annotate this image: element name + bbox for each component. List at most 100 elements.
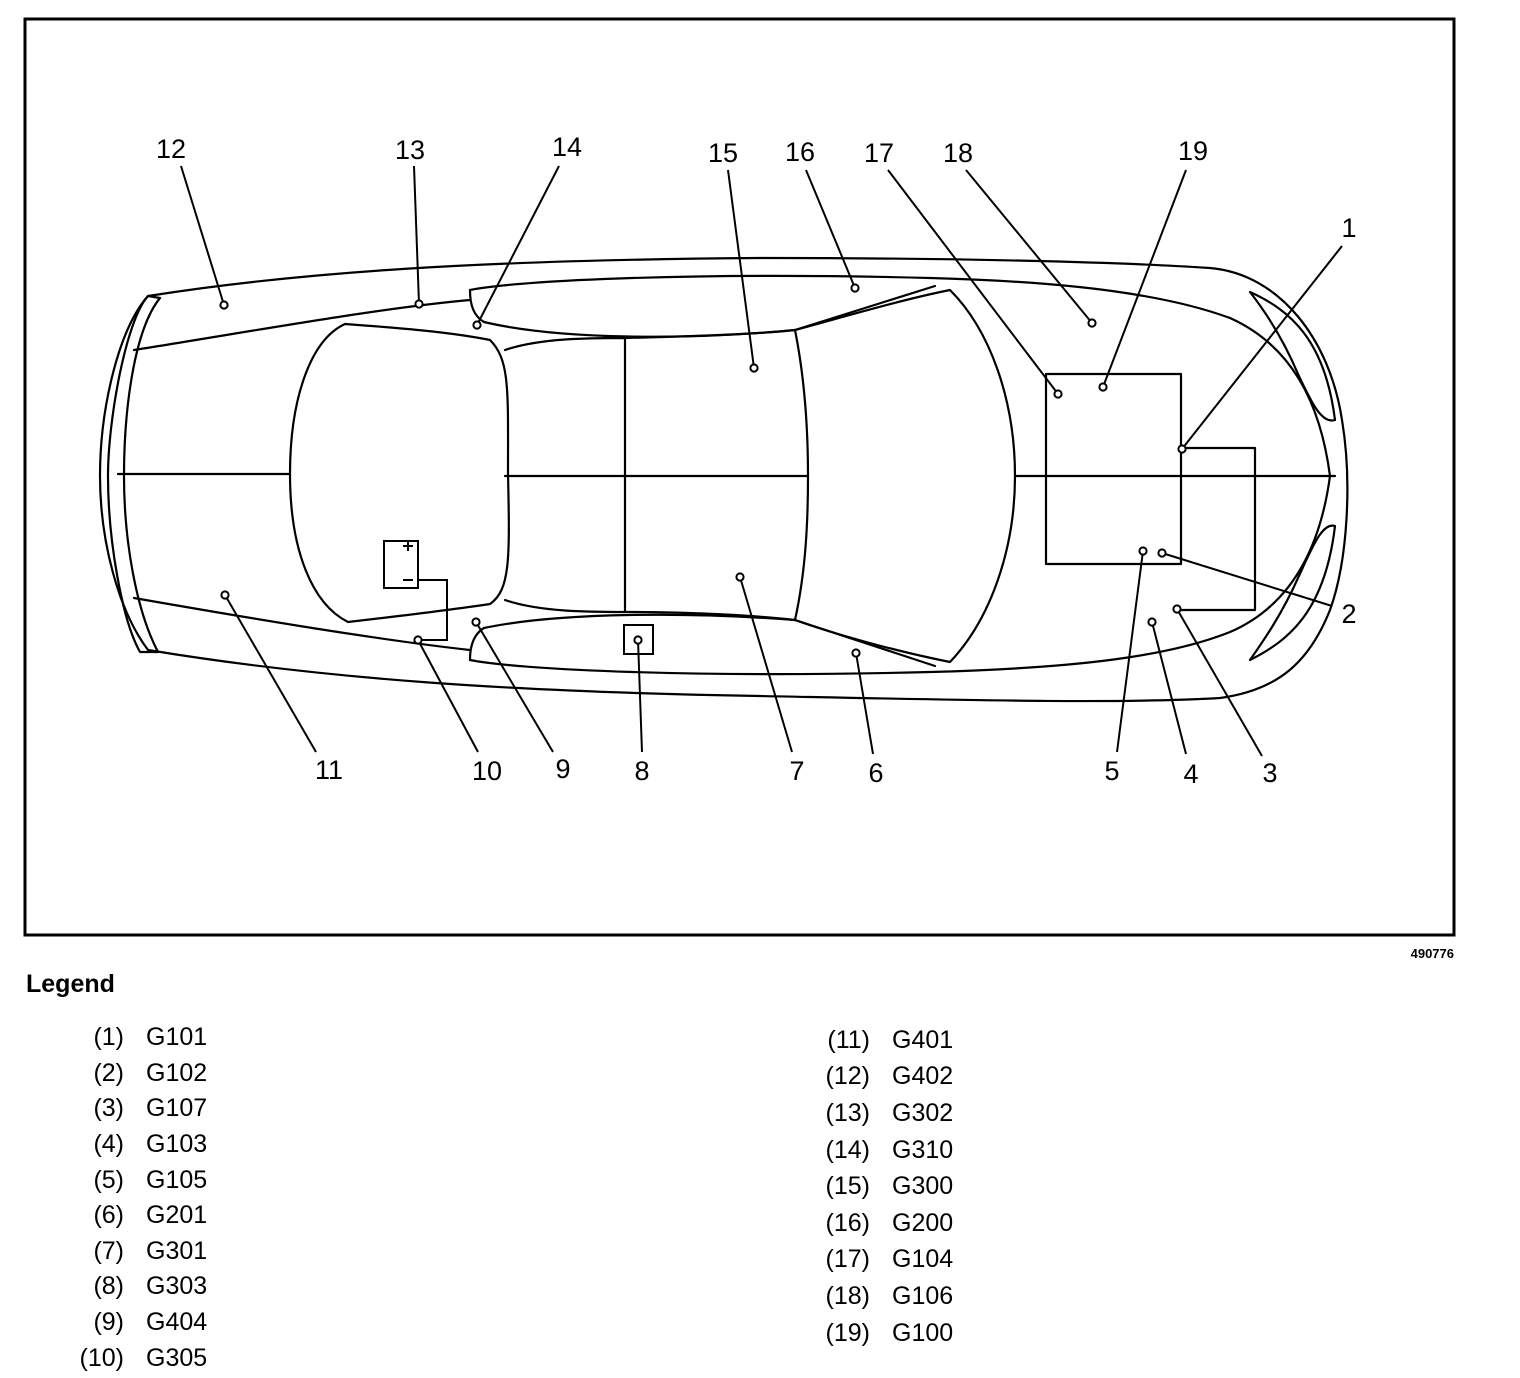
legend-item-code: G401: [892, 1025, 954, 1054]
legend-item: (18) G106: [800, 1278, 954, 1315]
callout-12: 12: [156, 134, 229, 310]
legend-item-code: G106: [892, 1281, 954, 1310]
ground-point-marker: [735, 572, 745, 582]
callout-number: 10: [472, 756, 502, 786]
callout-14: 14: [472, 132, 582, 330]
legend-item: (7)G301: [60, 1234, 207, 1270]
callout-number: 9: [555, 754, 570, 784]
leader-line: [224, 594, 317, 753]
callout-2: 2: [1157, 548, 1357, 629]
legend-column-left: (1)G101(2)G102(3)G107(4)G103(5)G105(6)G2…: [60, 1020, 208, 1376]
callout-number: 12: [156, 134, 186, 164]
battery-icon: [383, 540, 448, 641]
legend-item-number: (8): [93, 1272, 124, 1301]
legend-item-number: (12): [825, 1062, 870, 1091]
ground-point-marker: [414, 299, 424, 309]
legend-item: (19) G100: [800, 1315, 954, 1352]
leader-line: [413, 165, 420, 305]
legend-item-number: (18): [825, 1281, 870, 1310]
legend-item-code: G404: [146, 1308, 208, 1337]
legend-item: (8) G303: [60, 1269, 207, 1305]
callout-number: 13: [395, 135, 425, 165]
ground-point-marker: [633, 635, 643, 645]
legend-item-number: (17): [825, 1245, 870, 1274]
legend-item-code: G201: [146, 1201, 208, 1230]
callout-number: 4: [1183, 759, 1198, 789]
leader-line: [965, 169, 1093, 324]
leader-line: [727, 169, 755, 369]
legend-item-code: G301: [146, 1236, 208, 1265]
ground-point-marker: [749, 363, 759, 373]
legend-item-number: (15): [825, 1172, 870, 1201]
figure-frame: [23, 17, 1456, 937]
callout-number: 17: [864, 138, 894, 168]
ground-point-marker: [472, 320, 482, 330]
legend-item-number: (14): [825, 1135, 870, 1164]
callout-11: 11: [220, 590, 343, 785]
callout-number: 16: [785, 137, 815, 167]
callout-number: 19: [1178, 136, 1208, 166]
callout-number: 11: [315, 755, 343, 785]
legend-item: (16)G200: [800, 1205, 954, 1242]
legend-item: (1) G101: [60, 1020, 207, 1056]
callout-number: 1: [1341, 213, 1356, 243]
callout-number: 18: [943, 138, 973, 168]
ground-point-marker: [1147, 617, 1157, 627]
car-body-outline: [98, 256, 1349, 703]
callout-15: 15: [708, 138, 759, 373]
leader-line: [1161, 552, 1333, 607]
ground-point-marker: [1157, 548, 1167, 558]
callout-number: 15: [708, 138, 738, 168]
callout-number: 14: [552, 132, 582, 162]
callout-number: 5: [1104, 756, 1119, 786]
legend-item: (12)G402: [800, 1059, 954, 1096]
leader-line: [637, 639, 643, 753]
legend-item-code: G305: [146, 1343, 208, 1372]
ground-point-marker: [1172, 604, 1182, 614]
legend-item-number: (1): [93, 1023, 124, 1052]
legend-item-code: G103: [146, 1130, 208, 1159]
legend-item-code: G300: [892, 1172, 954, 1201]
legend-item: (13) G302: [800, 1095, 954, 1132]
legend-item-code: G107: [146, 1094, 208, 1123]
legend-item: (2)G102: [60, 1056, 207, 1092]
legend-item-number: (10): [79, 1343, 124, 1372]
leader-line: [476, 165, 560, 326]
callout-18: 18: [943, 138, 1097, 328]
legend-item-code: G303: [146, 1272, 208, 1301]
callout-5: 5: [1104, 546, 1148, 786]
ground-point-marker: [1053, 389, 1063, 399]
leader-line: [739, 576, 793, 753]
ground-point-marker: [471, 617, 481, 627]
callout-7: 7: [735, 572, 805, 786]
callout-19: 19: [1098, 136, 1208, 392]
leader-line: [1181, 245, 1343, 450]
ground-point-marker: [1177, 444, 1187, 454]
ground-point-marker: [220, 590, 230, 600]
callout-17: 17: [864, 138, 1063, 399]
legend-item: (11)G401: [800, 1022, 953, 1059]
legend-item-code: G105: [146, 1165, 208, 1194]
ground-point-marker: [1098, 382, 1108, 392]
legend-item: (14)G310: [800, 1132, 954, 1169]
legend-item-code: G101: [146, 1023, 208, 1052]
callout-16: 16: [785, 137, 860, 293]
legend-item-number: (13): [825, 1098, 870, 1127]
leader-line: [1151, 621, 1187, 755]
legend-item-code: G200: [892, 1208, 954, 1237]
legend-item-number: (19): [825, 1318, 870, 1347]
legend-item-number: (5): [93, 1165, 124, 1194]
legend-item-number: (2): [93, 1058, 124, 1087]
callout-number: 7: [789, 756, 804, 786]
legend-item: (4)G103: [60, 1127, 207, 1163]
callout-1: 1: [1177, 213, 1357, 454]
figure-id: 490776: [1410, 946, 1454, 961]
callout-number: 3: [1262, 758, 1277, 788]
legend-item-code: G100: [892, 1318, 954, 1347]
ground-point-marker: [219, 300, 229, 310]
legend-item-code: G104: [892, 1245, 954, 1274]
leader-line: [805, 169, 856, 289]
legend-item-code: G302: [892, 1098, 954, 1127]
legend-item: (10) G305: [60, 1340, 208, 1376]
